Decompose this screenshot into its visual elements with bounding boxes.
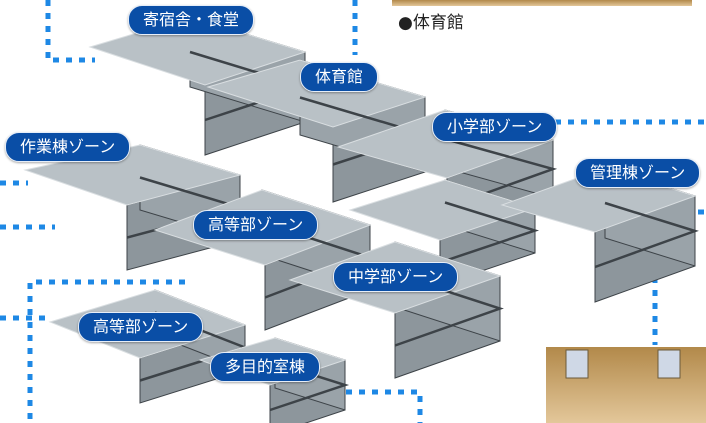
photo-window (565, 349, 589, 379)
label-elementary-zone: 小学部ゾーン (432, 112, 558, 142)
walkway-path (320, 389, 423, 423)
label-high-school-zone-lower: 高等部ゾーン (78, 312, 204, 342)
label-middle-school-zone: 中学部ゾーン (333, 262, 459, 292)
walkway-path (27, 279, 185, 423)
gymnasium-photo-caption: ●体育館 (398, 13, 464, 33)
label-multipurpose-building: 多目的室棟 (210, 352, 321, 382)
photo-window (657, 349, 681, 379)
label-workshop-zone: 作業棟ゾーン (5, 132, 131, 162)
label-gymnasium: 体育館 (300, 62, 379, 92)
label-high-school-zone-upper: 高等部ゾーン (193, 210, 319, 240)
gymnasium-photo-strip (392, 0, 692, 6)
workshop-block (23, 144, 245, 271)
label-admin-zone: 管理棟ゾーン (575, 158, 701, 188)
walkway-path (45, 0, 95, 63)
label-dormitory-cafeteria: 寄宿舎・食堂 (128, 5, 255, 35)
high-school-lower-block (48, 289, 249, 404)
